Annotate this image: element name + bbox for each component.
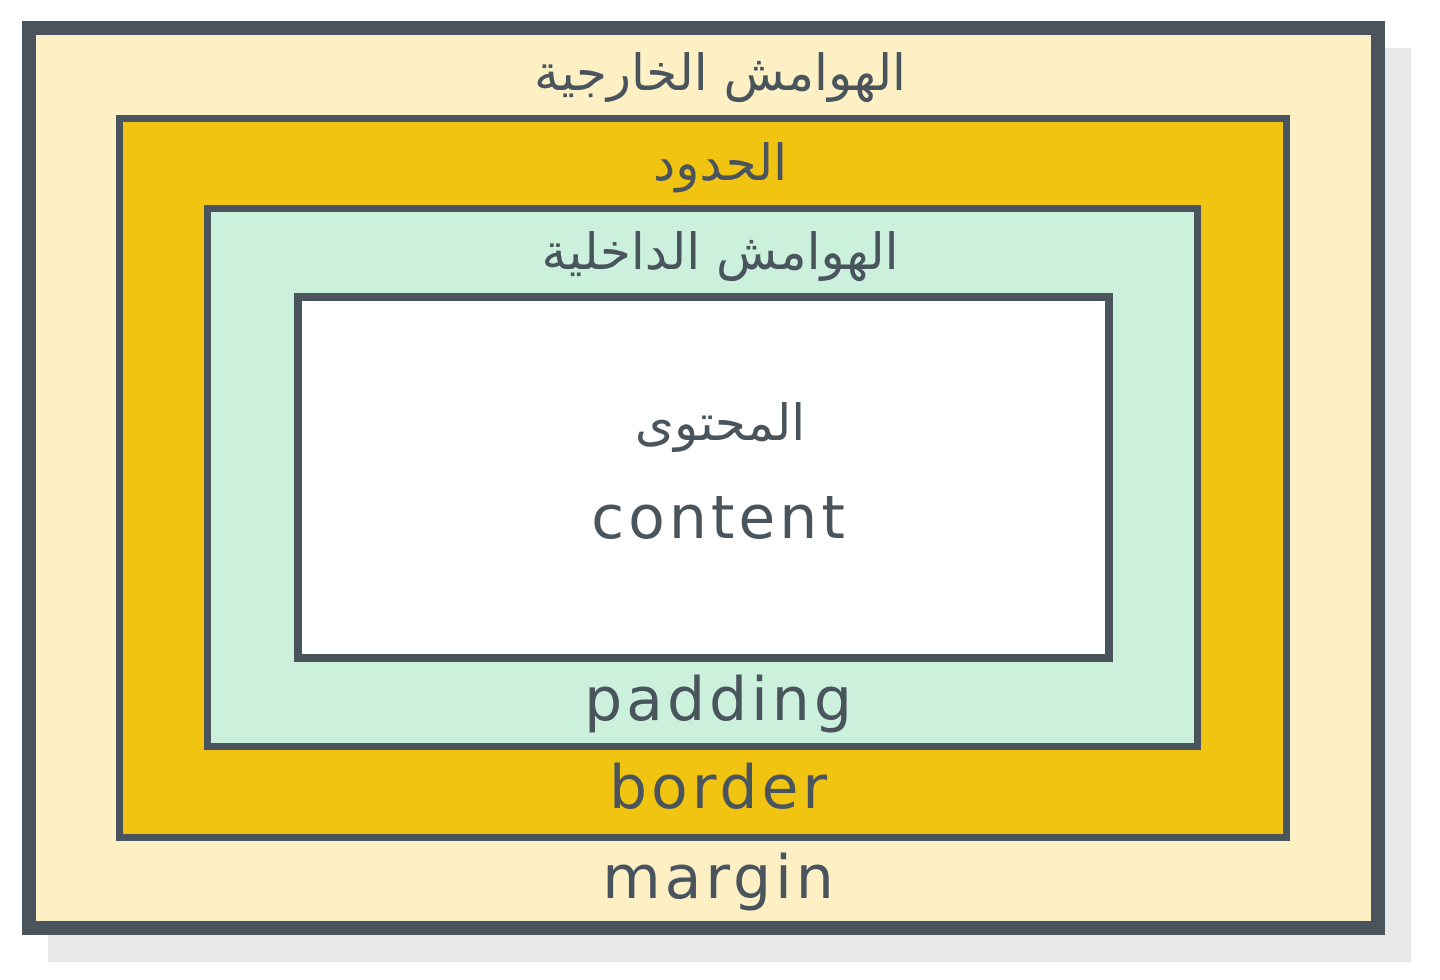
content-label-arabic: المحتوى	[634, 394, 806, 452]
margin-label-english: margin	[602, 843, 838, 913]
border-label-arabic: الحدود	[652, 134, 788, 192]
margin-label-arabic: الهوامش الخارجية	[534, 44, 906, 102]
border-label-english: border	[608, 753, 832, 823]
content-label-english: content	[591, 483, 849, 553]
content-box	[294, 293, 1113, 662]
padding-label-english: padding	[584, 665, 856, 735]
padding-label-arabic: الهوامش الداخلية	[541, 223, 899, 281]
